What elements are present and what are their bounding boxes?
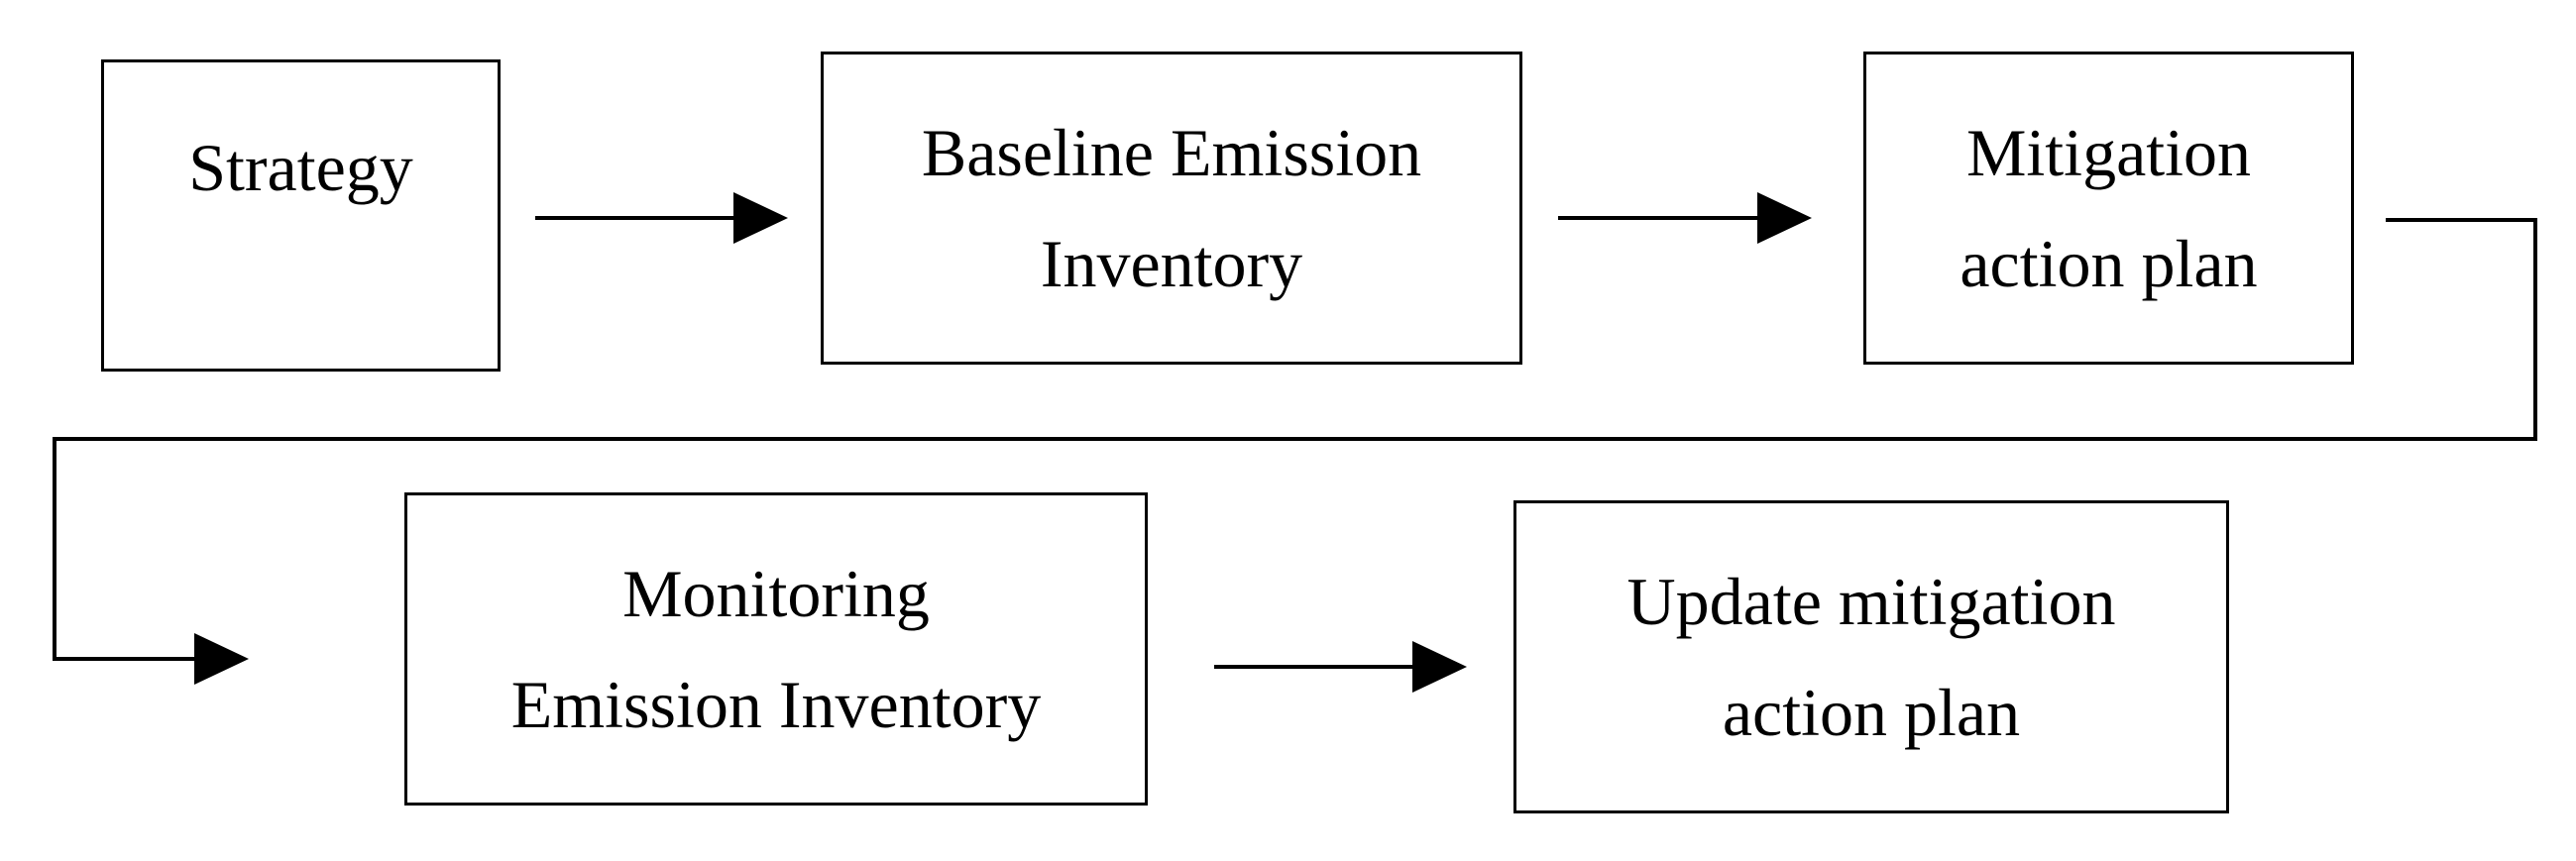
node-update-mitigation-action-plan: Update mitigation action plan bbox=[1513, 500, 2229, 813]
node-baseline-line-1: Baseline Emission bbox=[921, 115, 1422, 190]
node-strategy: Strategy bbox=[101, 59, 501, 372]
arrow-baseline-to-mitigation bbox=[1558, 192, 1812, 244]
arrow-monitoring-to-update bbox=[1214, 641, 1467, 693]
node-monitoring-line-2: Emission Inventory bbox=[510, 667, 1042, 742]
node-baseline-emission-inventory: Baseline Emission Inventory bbox=[821, 52, 1522, 365]
arrow-strategy-to-baseline bbox=[535, 192, 788, 244]
node-baseline-line-2: Inventory bbox=[1040, 226, 1303, 301]
node-monitoring-line-1: Monitoring bbox=[622, 556, 930, 631]
node-strategy-line-1: Strategy bbox=[188, 130, 413, 205]
node-mitigation-line-2: action plan bbox=[1960, 226, 2258, 301]
node-mitigation-action-plan: Mitigation action plan bbox=[1863, 52, 2354, 365]
node-update-line-2: action plan bbox=[1722, 675, 2021, 750]
node-monitoring-emission-inventory: Monitoring Emission Inventory bbox=[404, 492, 1148, 806]
node-update-line-1: Update mitigation bbox=[1626, 564, 2116, 639]
arrow-mitigation-to-monitoring bbox=[53, 218, 2537, 685]
node-mitigation-line-1: Mitigation bbox=[1965, 115, 2252, 190]
